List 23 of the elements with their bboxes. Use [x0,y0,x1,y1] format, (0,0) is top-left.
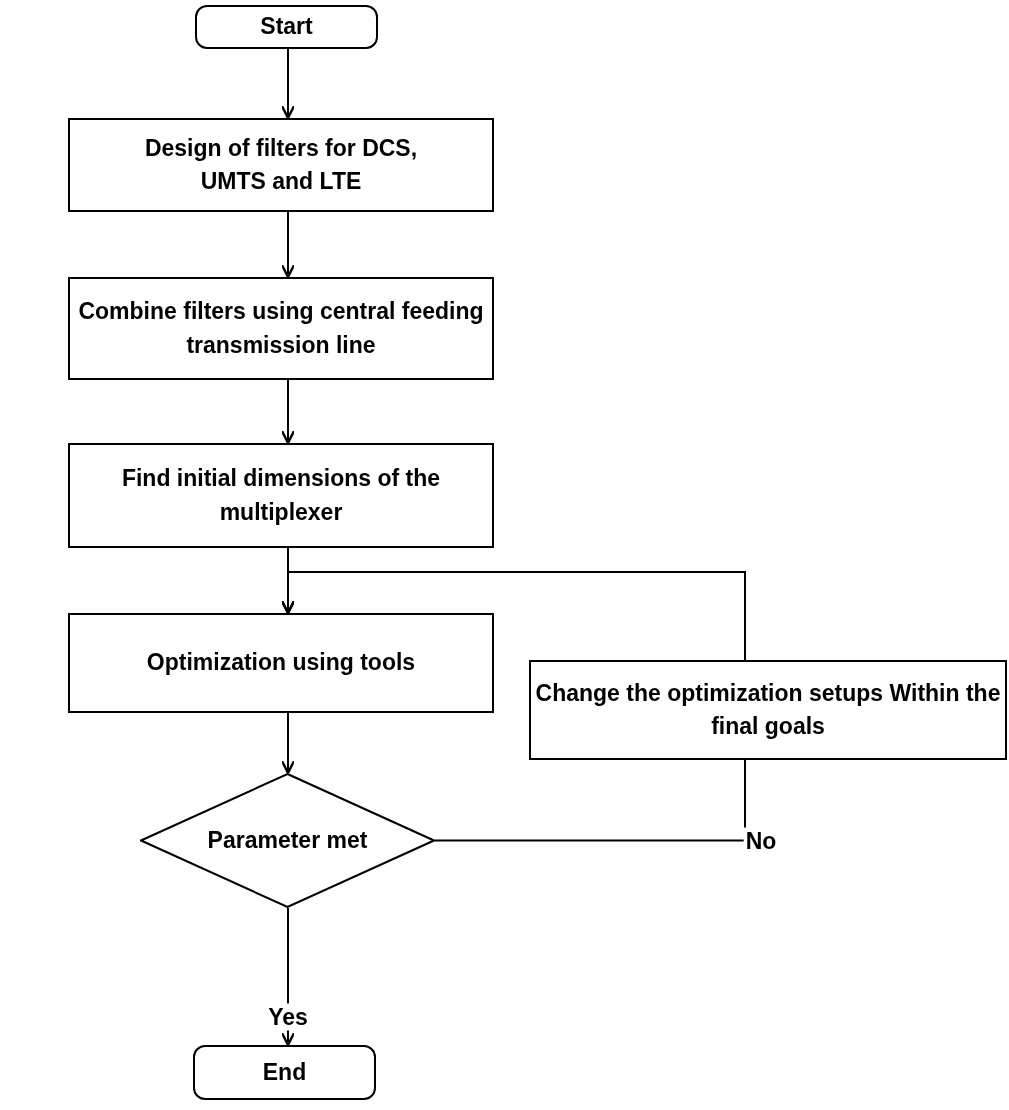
process-box [68,613,494,713]
node-text: Start [260,12,313,42]
node-text: Find initial dimensions of the multiplexer [120,464,442,527]
process-box [68,118,494,212]
connector-line [434,759,746,842]
arrow [280,211,296,279]
process-box [529,660,1007,760]
arrow [280,712,296,775]
arrow [280,48,296,120]
node-text: Optimization using tools [146,648,416,678]
terminal-box [195,5,378,49]
node-text: Parameter met [207,825,368,855]
terminal-box [193,1045,376,1100]
process-box [68,443,494,548]
node-text: End [262,1057,307,1087]
node-text: Change the optimization setups Within the final goals [534,678,1002,741]
node-text: Combine filters using central feeding transmission line [77,297,485,360]
decision-diamond [140,773,435,908]
arrow [280,379,296,445]
arrow [280,571,746,661]
edge-label: Yes [266,1003,310,1030]
process-box [68,277,494,380]
node-text: Design of filters for DCS, UMTS and LTE [143,133,419,196]
